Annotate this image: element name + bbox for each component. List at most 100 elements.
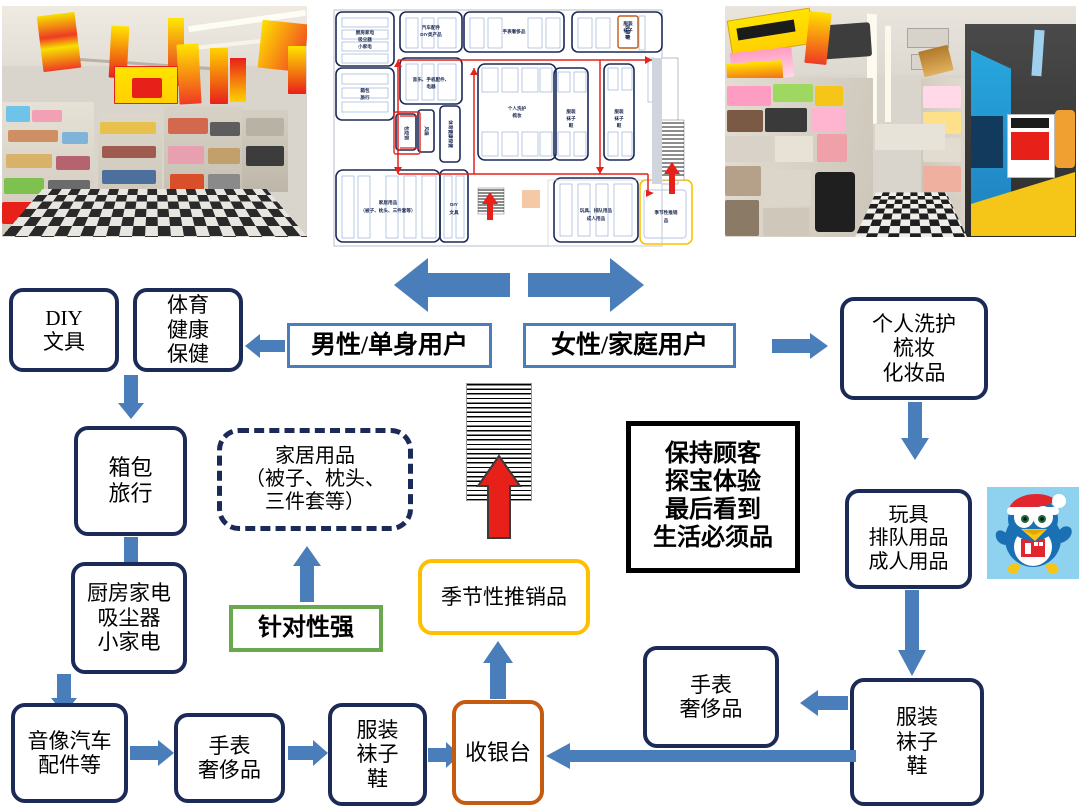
merchandise bbox=[208, 174, 240, 192]
svg-text:品: 品 bbox=[664, 217, 669, 224]
svg-text:鞋: 鞋 bbox=[626, 34, 631, 41]
note-customer-treasure-hunt-label: 保持顾客 探宝体验 最后看到 生活必须品 bbox=[653, 441, 773, 551]
arrow-av-to-watch bbox=[130, 740, 174, 766]
hanging-banner bbox=[176, 43, 202, 105]
node-targeted-strong[interactable]: 针对性强 bbox=[229, 605, 383, 652]
hanging-banner bbox=[36, 11, 82, 73]
svg-text:DIY: DIY bbox=[450, 202, 458, 207]
arrow-female-to-personal-care bbox=[772, 333, 828, 359]
svg-text:家居用品: 家居用品 bbox=[379, 199, 398, 206]
merchandise bbox=[725, 136, 773, 162]
svg-text:服装: 服装 bbox=[623, 20, 633, 27]
svg-text:体育健康保健: 体育健康保健 bbox=[447, 120, 454, 148]
arrow-targeted-to-home-textiles bbox=[292, 546, 322, 602]
svg-text:玩具、排队用品: 玩具、排队用品 bbox=[580, 207, 613, 214]
plan-zone-label-vertical: 包促销 风扇 体育健康保健 bbox=[403, 120, 454, 148]
node-personal-care[interactable]: 个人洗护 梳妆 化妆品 bbox=[840, 297, 988, 400]
svg-text:袜子: 袜子 bbox=[623, 27, 633, 34]
checkered-floor bbox=[2, 189, 307, 237]
segment-female-family[interactable]: 女性/家庭用户 bbox=[523, 323, 736, 368]
svg-text:小家电: 小家电 bbox=[358, 43, 372, 50]
node-toys-adult[interactable]: 玩具 排队用品 成人用品 bbox=[845, 489, 972, 589]
merchandise bbox=[168, 118, 208, 134]
node-home-textiles[interactable]: 家居用品 （被子、枕头、 三件套等） bbox=[217, 428, 413, 531]
merchandise bbox=[168, 146, 204, 164]
hanging-banner bbox=[230, 58, 246, 102]
price-number-sign bbox=[132, 78, 162, 98]
node-diy-stationery-label: DIY 文具 bbox=[43, 305, 85, 354]
node-targeted-strong-label: 针对性强 bbox=[258, 614, 354, 641]
merchandise bbox=[815, 86, 843, 106]
suitcase bbox=[815, 172, 855, 232]
svg-text:电器: 电器 bbox=[426, 83, 436, 90]
hanging-banner bbox=[288, 46, 306, 94]
node-apparel-right-label: 服装 袜子 鞋 bbox=[896, 705, 938, 779]
svg-text:厨房家电: 厨房家电 bbox=[356, 29, 375, 36]
node-diy-stationery[interactable]: DIY 文具 bbox=[9, 288, 119, 372]
merchandise bbox=[775, 136, 813, 162]
node-kitchen-appliances[interactable]: 厨房家电 吸尘器 小家电 bbox=[71, 562, 187, 674]
node-av-auto-parts[interactable]: 音像汽车 配件等 bbox=[11, 703, 128, 803]
svg-text:个人洗护: 个人洗护 bbox=[507, 105, 527, 112]
node-luggage-travel-label: 箱包 旅行 bbox=[108, 455, 153, 506]
merchandise bbox=[725, 166, 761, 196]
svg-text:旅行: 旅行 bbox=[359, 94, 370, 101]
svg-text:文具: 文具 bbox=[449, 209, 459, 216]
merchandise bbox=[56, 156, 90, 170]
node-sports-health-label: 体育 健康 保健 bbox=[167, 293, 209, 367]
merchandise bbox=[763, 170, 811, 206]
merchandise bbox=[8, 130, 58, 142]
node-watch-luxury-bottom[interactable]: 手表 奢侈品 bbox=[174, 713, 285, 803]
ceiling-vent bbox=[907, 28, 949, 48]
svg-text:手表奢侈品: 手表奢侈品 bbox=[503, 28, 526, 35]
svg-text:包促销: 包促销 bbox=[403, 126, 410, 140]
node-cashier[interactable]: 收银台 bbox=[452, 700, 544, 805]
node-seasonal-promotion-label: 季节性推销品 bbox=[441, 584, 567, 609]
svg-text:箱包: 箱包 bbox=[359, 87, 370, 94]
merchandise bbox=[102, 170, 156, 184]
merchandise bbox=[923, 86, 961, 108]
arrow-personal-care-to-toys bbox=[900, 402, 930, 460]
svg-text:成人用品: 成人用品 bbox=[587, 215, 606, 222]
node-luggage-travel[interactable]: 箱包 旅行 bbox=[74, 426, 187, 536]
node-apparel-right[interactable]: 服装 袜子 鞋 bbox=[850, 678, 984, 806]
arrow-male-to-sports bbox=[245, 333, 285, 359]
merchandise bbox=[765, 108, 807, 132]
merchandise bbox=[923, 166, 961, 192]
merchandise bbox=[811, 108, 845, 132]
merchandise bbox=[100, 122, 156, 134]
node-apparel-bottom[interactable]: 服装 袜子 鞋 bbox=[328, 703, 427, 806]
plan-zone-label-cashier: 收银台 bbox=[624, 25, 631, 39]
merchandise bbox=[763, 208, 809, 236]
arrow-toys-to-apparel-right bbox=[897, 590, 927, 676]
merchandise bbox=[102, 146, 156, 158]
ceiling-light bbox=[885, 26, 891, 122]
svg-text:服装: 服装 bbox=[566, 108, 576, 115]
store-aisle-photo-right bbox=[725, 6, 1076, 237]
coupon-poster-banner bbox=[1011, 118, 1049, 128]
merchandise bbox=[246, 118, 284, 136]
merchandise bbox=[62, 132, 88, 144]
svg-text:DIY类产品: DIY类产品 bbox=[420, 31, 442, 38]
arrow-to-female-segment bbox=[528, 256, 644, 314]
escalator-plan bbox=[477, 119, 685, 215]
character-standee bbox=[1055, 110, 1075, 168]
segment-male-single[interactable]: 男性/单身用户 bbox=[287, 323, 492, 368]
node-av-auto-parts-label: 音像汽车 配件等 bbox=[27, 728, 112, 777]
node-home-textiles-label: 家居用品 （被子、枕头、 三件套等） bbox=[245, 444, 385, 514]
merchandise bbox=[773, 84, 813, 102]
coupon-poster-image bbox=[1011, 132, 1049, 160]
node-sports-health[interactable]: 体育 健康 保健 bbox=[133, 288, 243, 372]
node-watch-luxury-right[interactable]: 手表 奢侈品 bbox=[643, 646, 779, 748]
merchandise bbox=[246, 146, 284, 166]
arrow-sports-to-luggage bbox=[117, 375, 145, 419]
svg-text:鞋: 鞋 bbox=[617, 122, 622, 129]
svg-text:袜子: 袜子 bbox=[614, 115, 624, 122]
arrow-cashier-to-seasonal bbox=[482, 641, 514, 699]
node-cashier-label: 收银台 bbox=[464, 739, 531, 765]
arrow-watch-to-apparel bbox=[288, 740, 328, 766]
arrow-apparel-right-to-cashier bbox=[546, 743, 856, 769]
node-seasonal-promotion[interactable]: 季节性推销品 bbox=[418, 559, 590, 635]
note-customer-treasure-hunt: 保持顾客 探宝体验 最后看到 生活必须品 bbox=[626, 421, 800, 573]
